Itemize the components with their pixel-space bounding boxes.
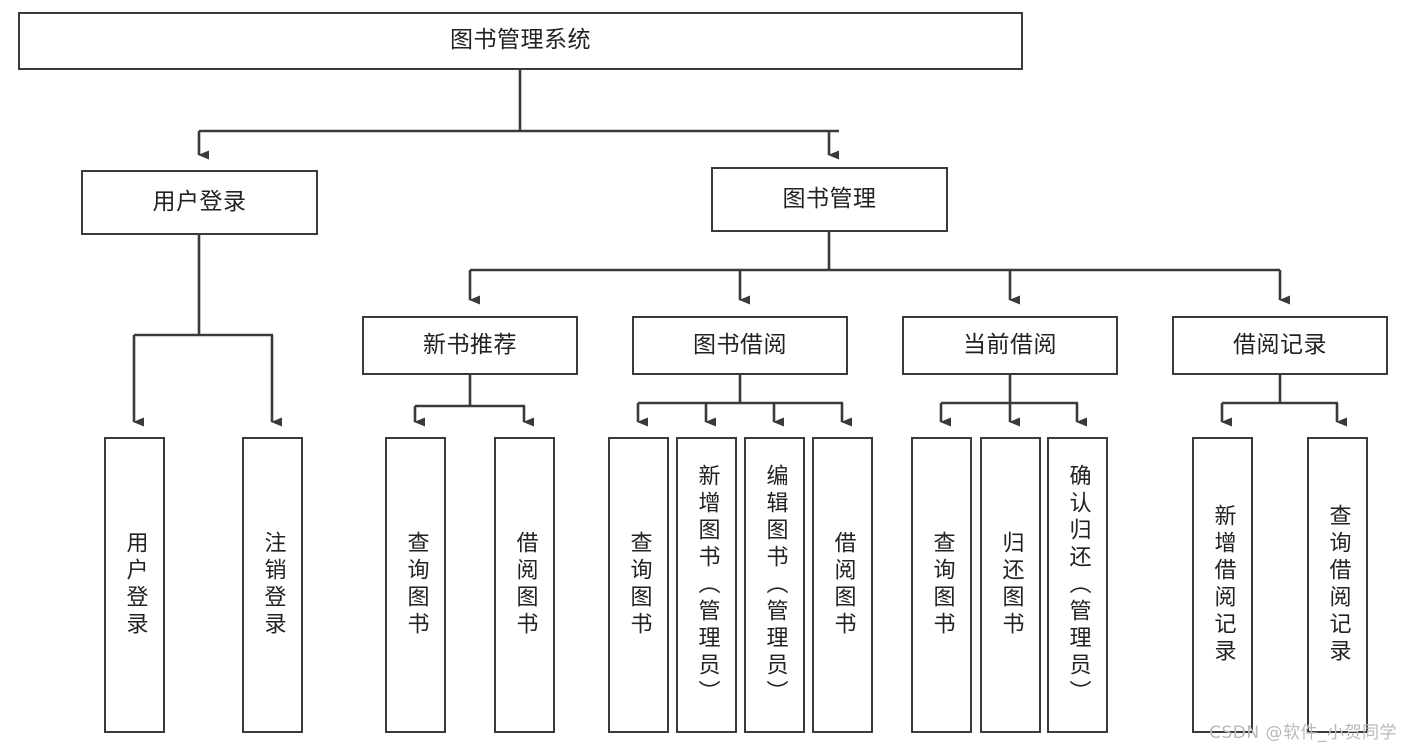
node-leaf-borrow-record-query[interactable]: 查询借阅记录: [1307, 437, 1368, 733]
node-root-system[interactable]: 图书管理系统: [18, 12, 1023, 70]
node-borrow-record-label: 借阅记录: [1233, 331, 1327, 358]
node-leaf-label: 借阅图书: [830, 531, 856, 639]
node-book-borrow-label: 图书借阅: [693, 331, 787, 358]
node-leaf-label: 新增借阅记录: [1210, 504, 1236, 666]
node-leaf-user-login-signout[interactable]: 注销登录: [242, 437, 303, 733]
node-leaf-book-borrow-edit[interactable]: 编辑图书（管理员）: [744, 437, 805, 733]
node-book-management-label: 图书管理: [782, 185, 877, 212]
node-leaf-user-login-signin[interactable]: 用户登录: [104, 437, 165, 733]
node-current-borrow[interactable]: 当前借阅: [902, 316, 1118, 375]
node-book-management[interactable]: 图书管理: [711, 167, 948, 232]
node-new-book-recommend-label: 新书推荐: [423, 331, 517, 358]
node-leaf-label: 确认归还（管理员）: [1065, 463, 1091, 707]
node-current-borrow-label: 当前借阅: [963, 331, 1057, 358]
node-leaf-new-book-borrow[interactable]: 借阅图书: [494, 437, 555, 733]
node-leaf-label: 编辑图书（管理员）: [762, 463, 788, 707]
node-leaf-borrow-record-add[interactable]: 新增借阅记录: [1192, 437, 1253, 733]
node-leaf-current-borrow-query[interactable]: 查询图书: [911, 437, 972, 733]
node-leaf-current-borrow-confirm[interactable]: 确认归还（管理员）: [1047, 437, 1108, 733]
node-borrow-record[interactable]: 借阅记录: [1172, 316, 1388, 375]
node-leaf-label: 用户登录: [122, 531, 148, 639]
node-leaf-book-borrow-query[interactable]: 查询图书: [608, 437, 669, 733]
node-book-borrow[interactable]: 图书借阅: [632, 316, 848, 375]
node-user-login[interactable]: 用户登录: [81, 170, 318, 235]
node-leaf-label: 借阅图书: [512, 531, 538, 639]
node-leaf-label: 归还图书: [998, 531, 1024, 639]
node-leaf-label: 新增图书（管理员）: [694, 463, 720, 707]
node-leaf-label: 查询图书: [626, 531, 652, 639]
node-leaf-label: 查询图书: [403, 531, 429, 639]
node-leaf-new-book-query[interactable]: 查询图书: [385, 437, 446, 733]
node-leaf-current-borrow-return[interactable]: 归还图书: [980, 437, 1041, 733]
node-user-login-label: 用户登录: [152, 188, 247, 215]
node-leaf-label: 查询图书: [929, 531, 955, 639]
node-leaf-label: 注销登录: [260, 531, 286, 639]
node-root-label: 图书管理系统: [450, 27, 591, 54]
node-leaf-book-borrow-add[interactable]: 新增图书（管理员）: [676, 437, 737, 733]
node-leaf-book-borrow-lend[interactable]: 借阅图书: [812, 437, 873, 733]
watermark-text: CSDN @软件_小贺同学: [1209, 723, 1397, 743]
node-leaf-label: 查询借阅记录: [1325, 504, 1351, 666]
node-new-book-recommend[interactable]: 新书推荐: [362, 316, 578, 375]
